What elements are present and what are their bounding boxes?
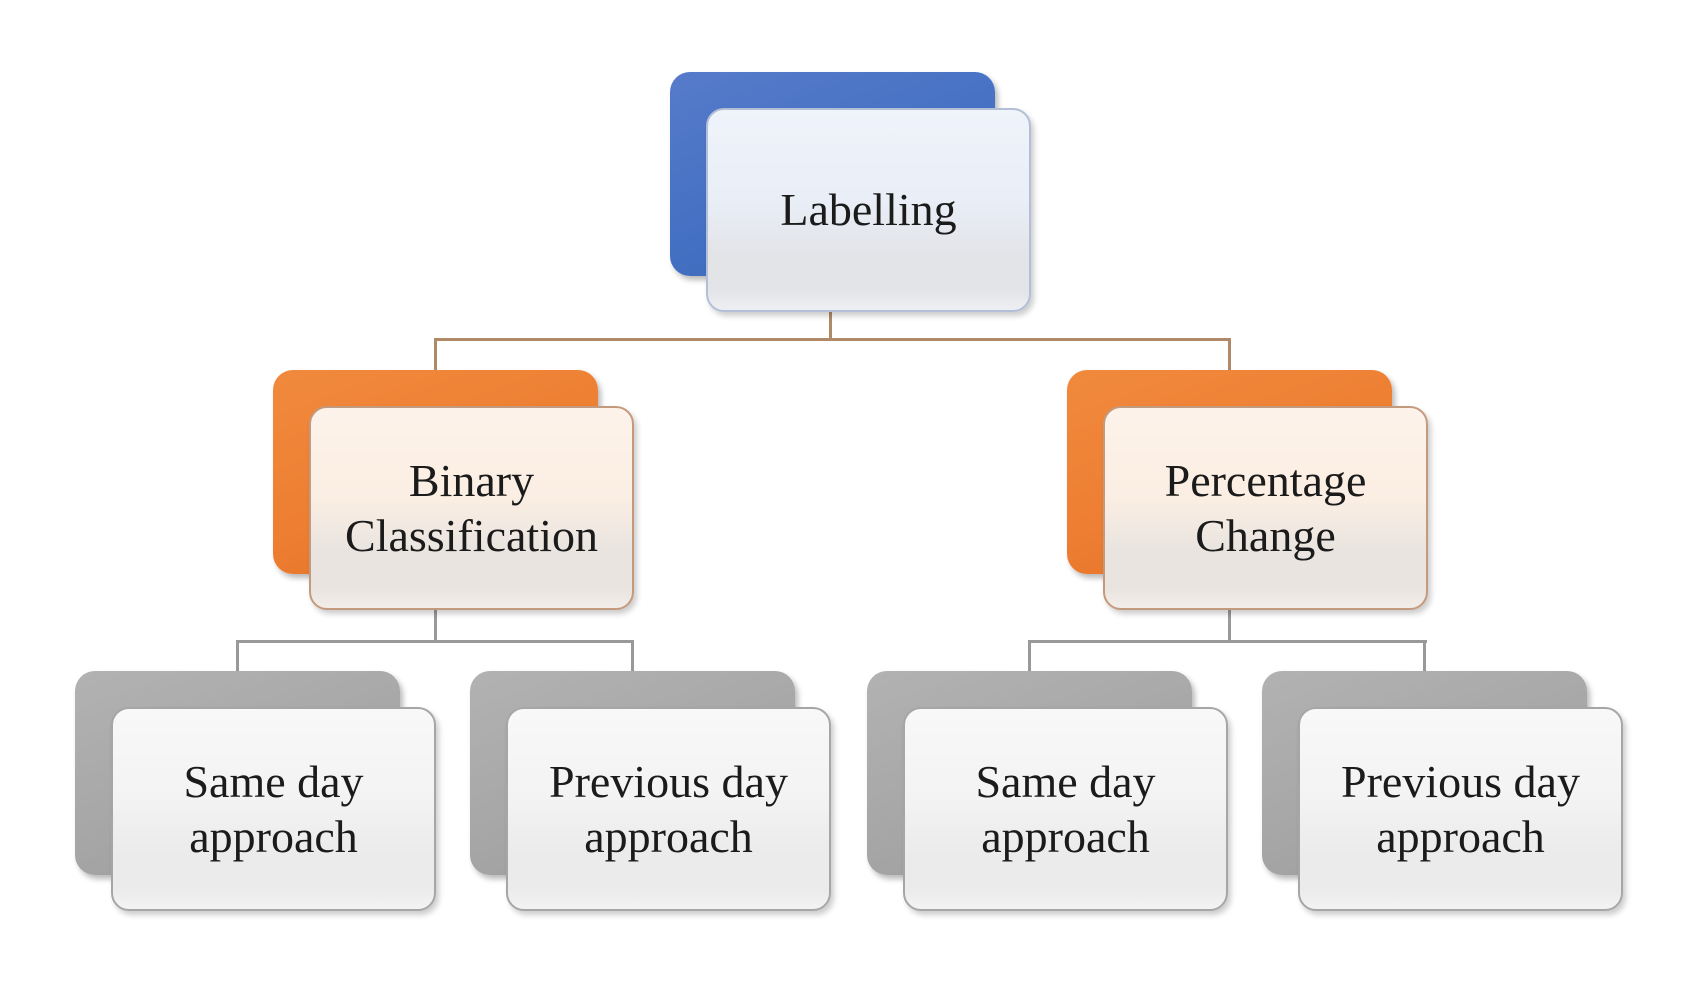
connector-leaf3-drop	[1028, 640, 1031, 673]
node-labelling: Labelling	[706, 108, 1031, 312]
node-labelling-label: Labelling	[780, 184, 957, 236]
node-percentage-same-day: Same day approach	[903, 707, 1228, 911]
connector-leaf4-drop	[1423, 640, 1426, 673]
node-percentage-same-day-label: Same day approach	[975, 755, 1156, 862]
node-binary-previous-day: Previous day approach	[506, 707, 831, 911]
node-binary-previous-day-label: Previous day approach	[549, 755, 788, 862]
connector-root-stem	[829, 310, 832, 341]
connector-binary-drop	[434, 338, 437, 374]
connector-percentage-stem	[1228, 608, 1231, 643]
connector-binary-stem	[434, 608, 437, 643]
connector-leaf2-drop	[631, 640, 634, 673]
node-percentage-change-label: Percentage Change	[1164, 454, 1367, 561]
node-binary-classification-label: Binary Classification	[345, 454, 598, 561]
node-binary-same-day-label: Same day approach	[183, 755, 364, 862]
connector-left-bar	[236, 640, 634, 643]
connector-percentage-drop	[1228, 338, 1231, 374]
node-percentage-change: Percentage Change	[1103, 406, 1428, 610]
node-binary-classification: Binary Classification	[309, 406, 634, 610]
connector-leaf1-drop	[236, 640, 239, 673]
node-binary-same-day: Same day approach	[111, 707, 436, 911]
node-percentage-previous-day: Previous day approach	[1298, 707, 1623, 911]
connector-right-bar	[1028, 640, 1427, 643]
node-percentage-previous-day-label: Previous day approach	[1341, 755, 1580, 862]
connector-upper-bar	[434, 338, 1231, 341]
